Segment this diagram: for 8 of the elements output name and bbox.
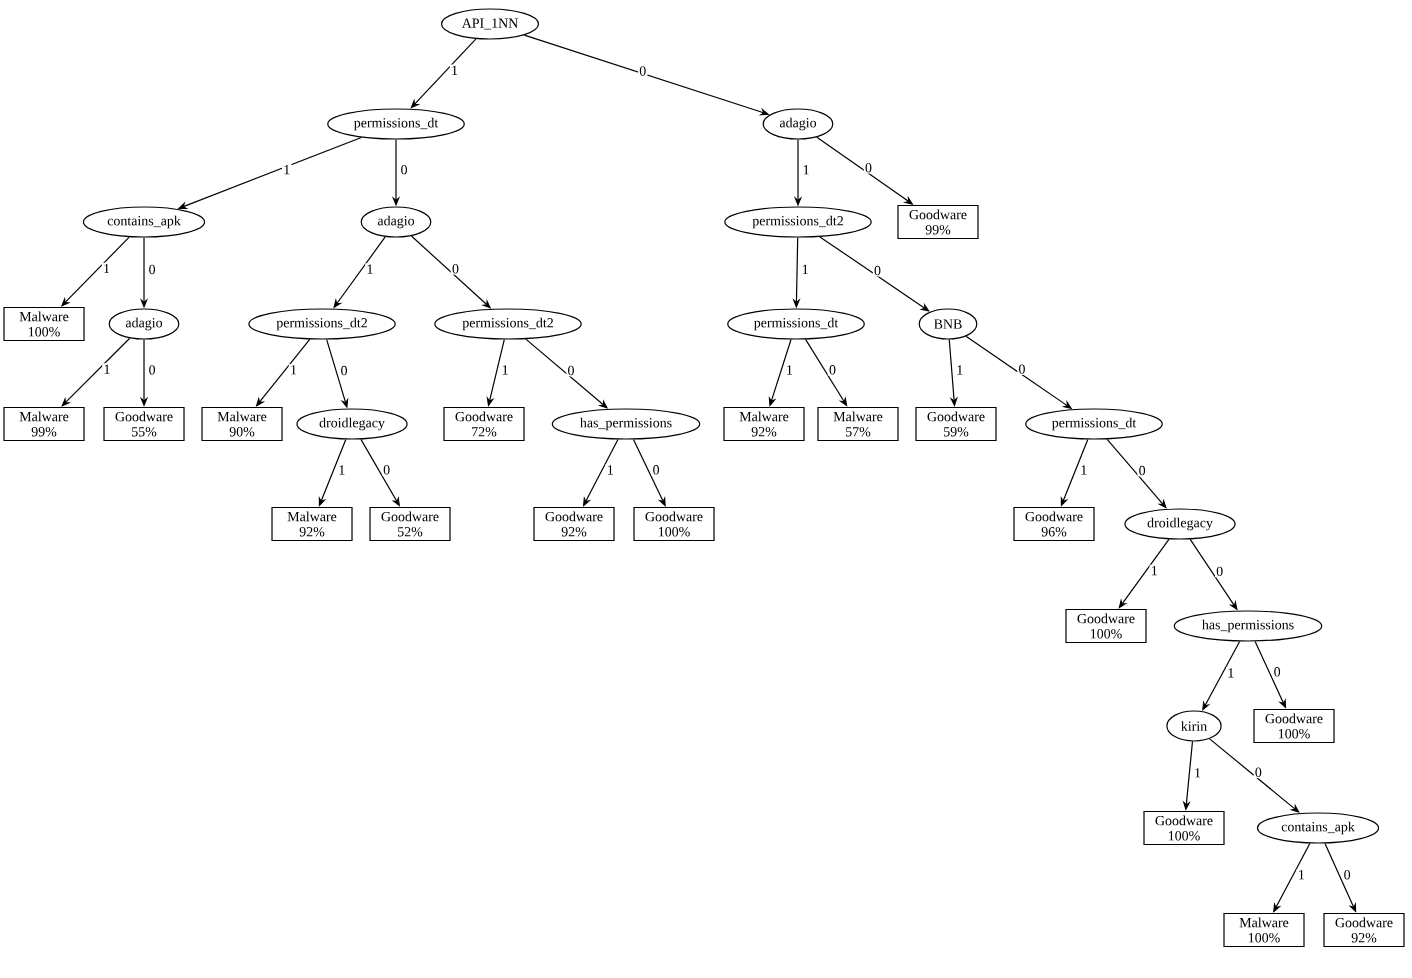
arrow [632, 438, 666, 507]
arrow [1106, 438, 1167, 509]
arrow [1118, 538, 1170, 609]
arrow [805, 338, 848, 407]
arrow [61, 337, 131, 407]
arrow [819, 236, 930, 312]
arrow [1273, 842, 1311, 913]
arrow [410, 38, 477, 109]
